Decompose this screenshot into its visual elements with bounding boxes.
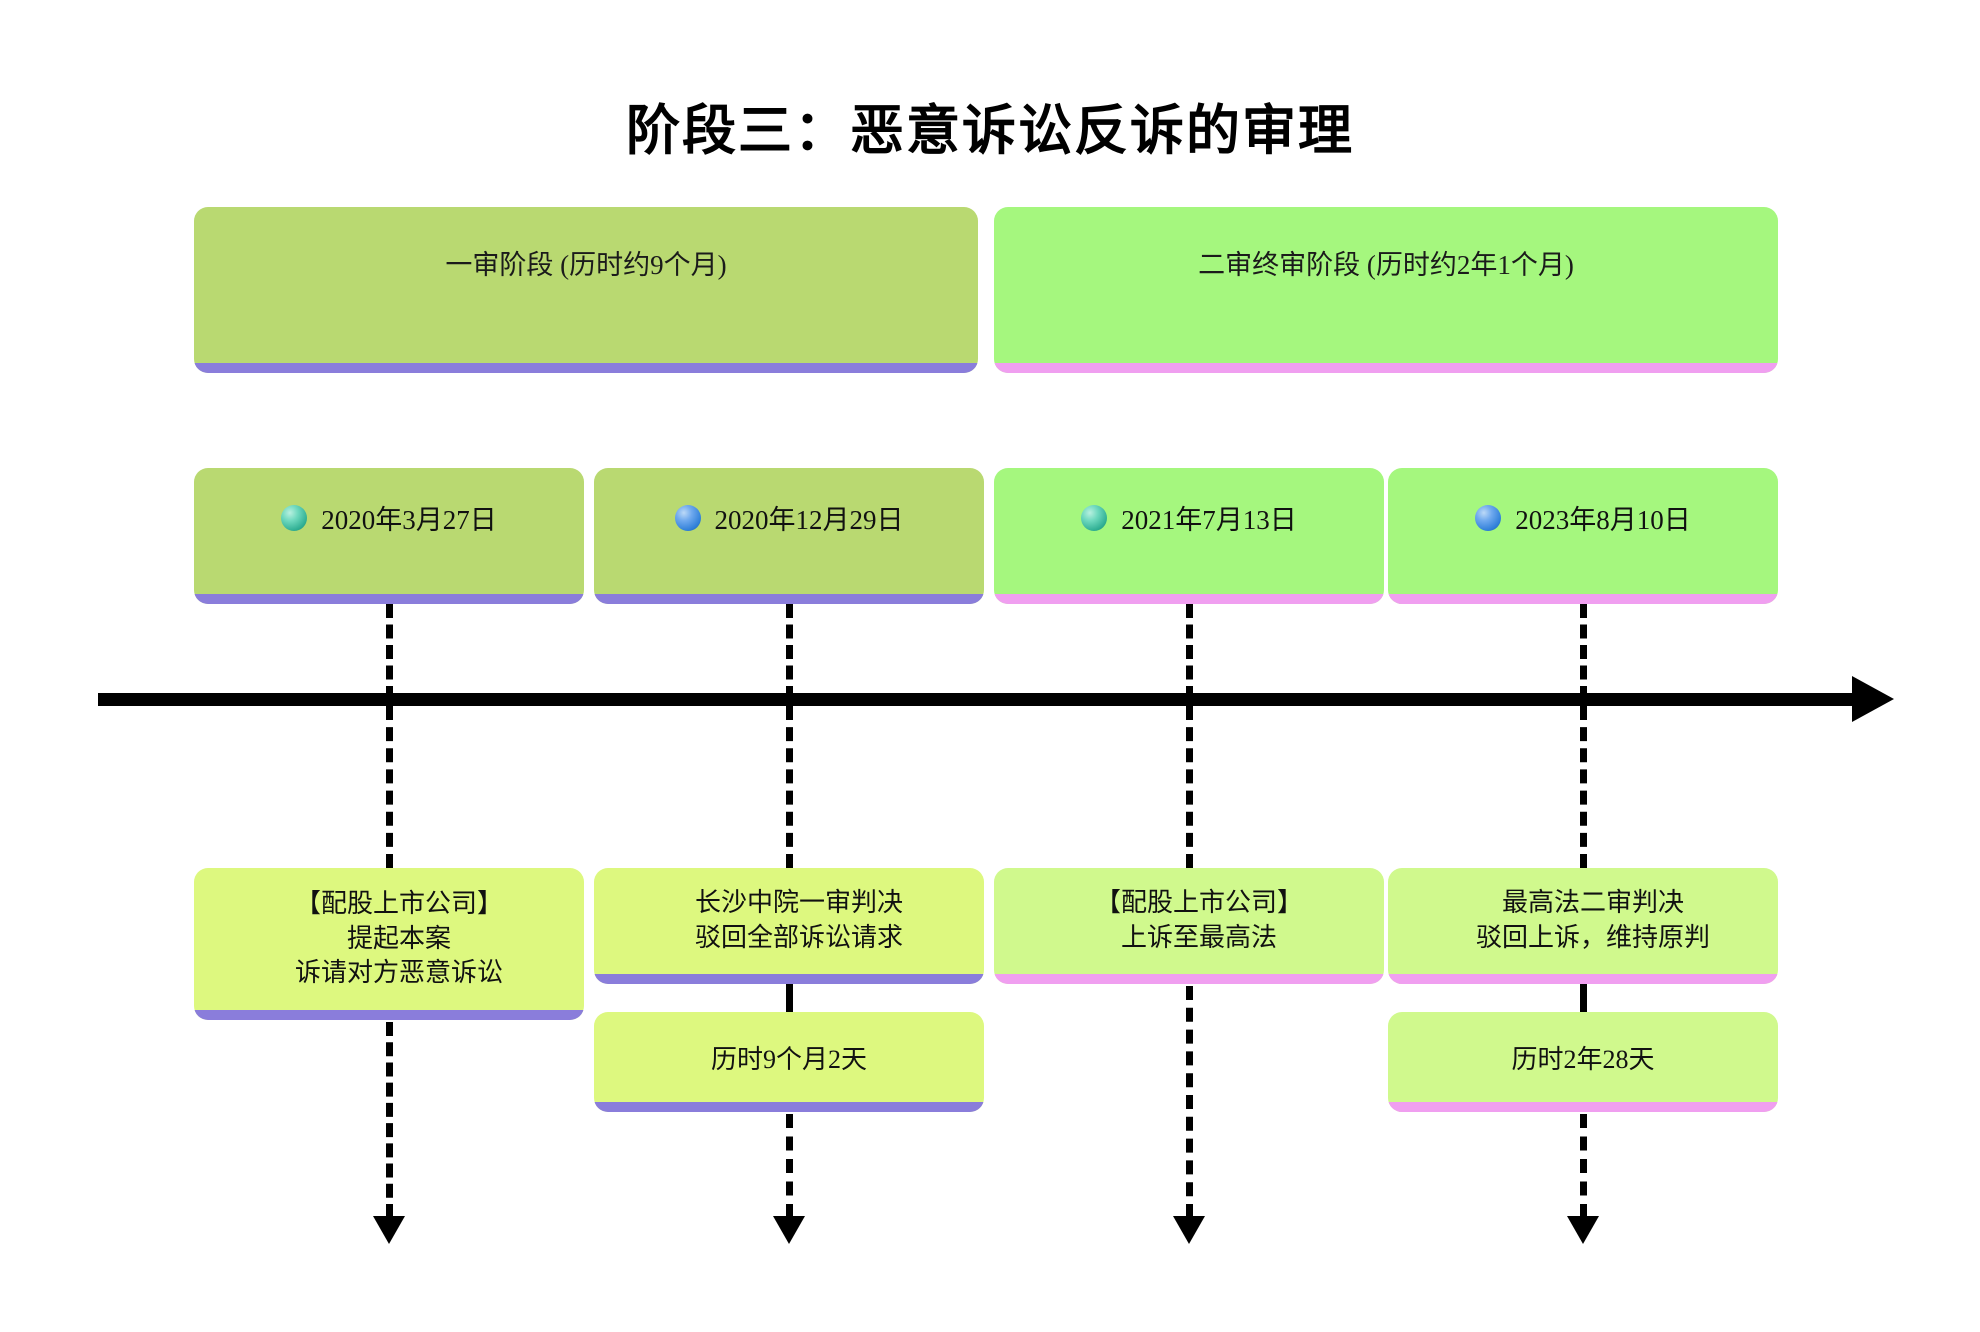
- connector-dash-mid-1: [386, 706, 393, 868]
- connector-dash-tail-2: [786, 1114, 793, 1218]
- milestone-card-1: 2020年3月27日: [194, 468, 584, 604]
- event-card-text: 【配股上市公司】 上诉至最高法: [1094, 888, 1303, 952]
- connector-dash-tail-3: [1186, 986, 1193, 1218]
- event-card-body: 【配股上市公司】 提起本案 诉请对方恶意诉讼: [194, 868, 584, 1010]
- milestone-card-body: 2023年8月10日: [1388, 468, 1778, 594]
- event-card-text: 【配股上市公司】 提起本案 诉请对方恶意诉讼: [294, 888, 503, 988]
- blue-sphere-icon: [674, 504, 701, 531]
- page-title: 阶段三：恶意诉讼反诉的审理: [626, 101, 1354, 161]
- duration-card-text: 历时9个月2天: [710, 1044, 867, 1074]
- milestone-date-label: 2020年12月29日: [714, 505, 904, 535]
- event-card-underbar: [594, 974, 984, 984]
- connector-dash-mid-2: [786, 706, 793, 868]
- down-arrow-icon-2: [773, 1216, 805, 1244]
- milestone-date-row: 2020年3月27日: [281, 498, 497, 537]
- phase-banner-first-instance: 一审阶段 (历时约9个月): [194, 207, 978, 373]
- connector-dash-upper-2: [786, 604, 793, 700]
- milestone-date-label: 2023年8月10日: [1515, 505, 1691, 535]
- event-card-text: 长沙中院一审判决 驳回全部诉讼请求: [694, 888, 903, 952]
- milestone-card-underbar: [594, 594, 984, 604]
- duration-card-2: 历时2年28天: [1388, 1012, 1778, 1112]
- event-card-body: 【配股上市公司】 上诉至最高法: [994, 868, 1384, 974]
- down-arrow-icon-4: [1567, 1216, 1599, 1244]
- milestone-card-body: 2020年12月29日: [594, 468, 984, 594]
- duration-card-underbar: [1388, 1102, 1778, 1112]
- right-arrow-icon: [1852, 676, 1894, 722]
- duration-card-body: 历时2年28天: [1388, 1012, 1778, 1102]
- duration-card-body: 历时9个月2天: [594, 1012, 984, 1102]
- milestone-card-4: 2023年8月10日: [1388, 468, 1778, 604]
- connector-dash-mid-3: [1186, 706, 1193, 868]
- milestone-date-row: 2020年12月29日: [674, 498, 904, 537]
- event-card-underbar: [994, 974, 1384, 984]
- duration-card-1: 历时9个月2天: [594, 1012, 984, 1112]
- event-card-underbar: [194, 1010, 584, 1020]
- phase-banner-second-instance: 二审终审阶段 (历时约2年1个月): [994, 207, 1778, 373]
- phase-banner-label: 一审阶段 (历时约9个月): [445, 250, 727, 280]
- milestone-card-underbar: [1388, 594, 1778, 604]
- event-card-4: 最高法二审判决 驳回上诉，维持原判: [1388, 868, 1778, 984]
- phase-banner-underbar: [194, 363, 978, 373]
- connector-dash-tail-4: [1580, 1114, 1587, 1218]
- milestone-date-row: 2021年7月13日: [1081, 498, 1297, 537]
- event-card-text: 最高法二审判决 驳回上诉，维持原判: [1475, 888, 1710, 952]
- connector-dash-upper-3: [1186, 604, 1193, 700]
- phase-banner-underbar: [994, 363, 1778, 373]
- blue-sphere-icon: [1475, 504, 1502, 531]
- event-card-body: 最高法二审判决 驳回上诉，维持原判: [1388, 868, 1778, 974]
- milestone-card-3: 2021年7月13日: [994, 468, 1384, 604]
- milestone-date-row: 2023年8月10日: [1475, 498, 1691, 537]
- timeline-axis-line: [98, 693, 1860, 706]
- connector-dash-duration-2: [786, 984, 793, 1012]
- connector-dash-upper-1: [386, 604, 393, 700]
- connector-dash-mid-4: [1580, 706, 1587, 868]
- milestone-card-body: 2021年7月13日: [994, 468, 1384, 594]
- event-card-underbar: [1388, 974, 1778, 984]
- teal-sphere-icon: [1081, 504, 1108, 531]
- phase-banner-body: 一审阶段 (历时约9个月): [194, 207, 978, 363]
- phase-banner-body: 二审终审阶段 (历时约2年1个月): [994, 207, 1778, 363]
- event-card-body: 长沙中院一审判决 驳回全部诉讼请求: [594, 868, 984, 974]
- milestone-card-2: 2020年12月29日: [594, 468, 984, 604]
- teal-sphere-icon: [281, 504, 308, 531]
- connector-dash-tail-1: [386, 1022, 393, 1218]
- connector-dash-upper-4: [1580, 604, 1587, 700]
- duration-card-text: 历时2年28天: [1511, 1044, 1655, 1074]
- event-card-1: 【配股上市公司】 提起本案 诉请对方恶意诉讼: [194, 868, 584, 1020]
- down-arrow-icon-3: [1173, 1216, 1205, 1244]
- milestone-card-underbar: [194, 594, 584, 604]
- milestone-card-underbar: [994, 594, 1384, 604]
- milestone-card-body: 2020年3月27日: [194, 468, 584, 594]
- milestone-date-label: 2021年7月13日: [1121, 505, 1297, 535]
- event-card-2: 长沙中院一审判决 驳回全部诉讼请求: [594, 868, 984, 984]
- connector-dash-duration-4: [1580, 984, 1587, 1012]
- milestone-date-label: 2020年3月27日: [321, 505, 497, 535]
- event-card-3: 【配股上市公司】 上诉至最高法: [994, 868, 1384, 984]
- phase-banner-label: 二审终审阶段 (历时约2年1个月): [1198, 250, 1574, 280]
- down-arrow-icon-1: [373, 1216, 405, 1244]
- duration-card-underbar: [594, 1102, 984, 1112]
